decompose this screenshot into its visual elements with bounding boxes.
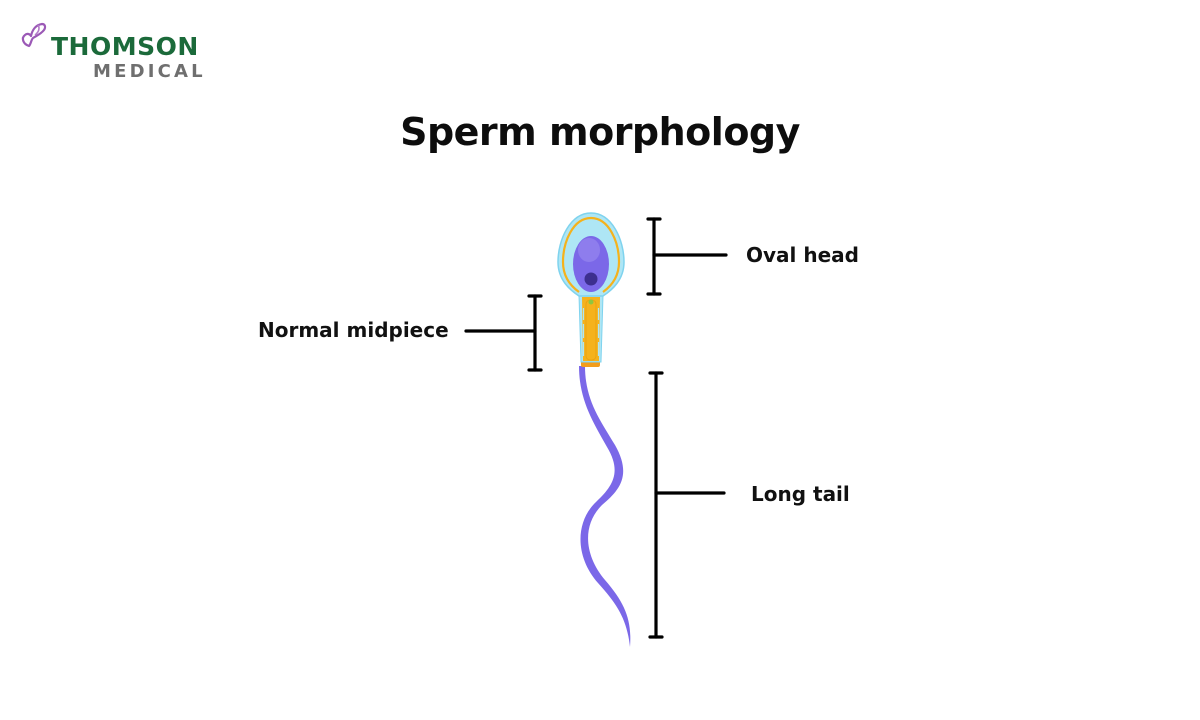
- sperm-head: [557, 212, 625, 297]
- thomson-medical-logo: THOMSON MEDICAL: [20, 22, 220, 84]
- logo-primary-text: THOMSON: [51, 32, 199, 61]
- butterfly-heart-icon: [21, 22, 47, 48]
- midpiece-bracket: [464, 294, 543, 372]
- label-long-tail: Long tail: [751, 482, 850, 506]
- head-bracket: [646, 217, 728, 296]
- label-normal-midpiece: Normal midpiece: [258, 318, 449, 342]
- logo-secondary-text: MEDICAL: [93, 61, 206, 82]
- label-oval-head: Oval head: [746, 243, 859, 267]
- sperm-midpiece: [578, 294, 604, 367]
- tail-bracket: [648, 371, 726, 639]
- sperm-tail: [579, 366, 631, 647]
- page-title: Sperm morphology: [400, 110, 800, 154]
